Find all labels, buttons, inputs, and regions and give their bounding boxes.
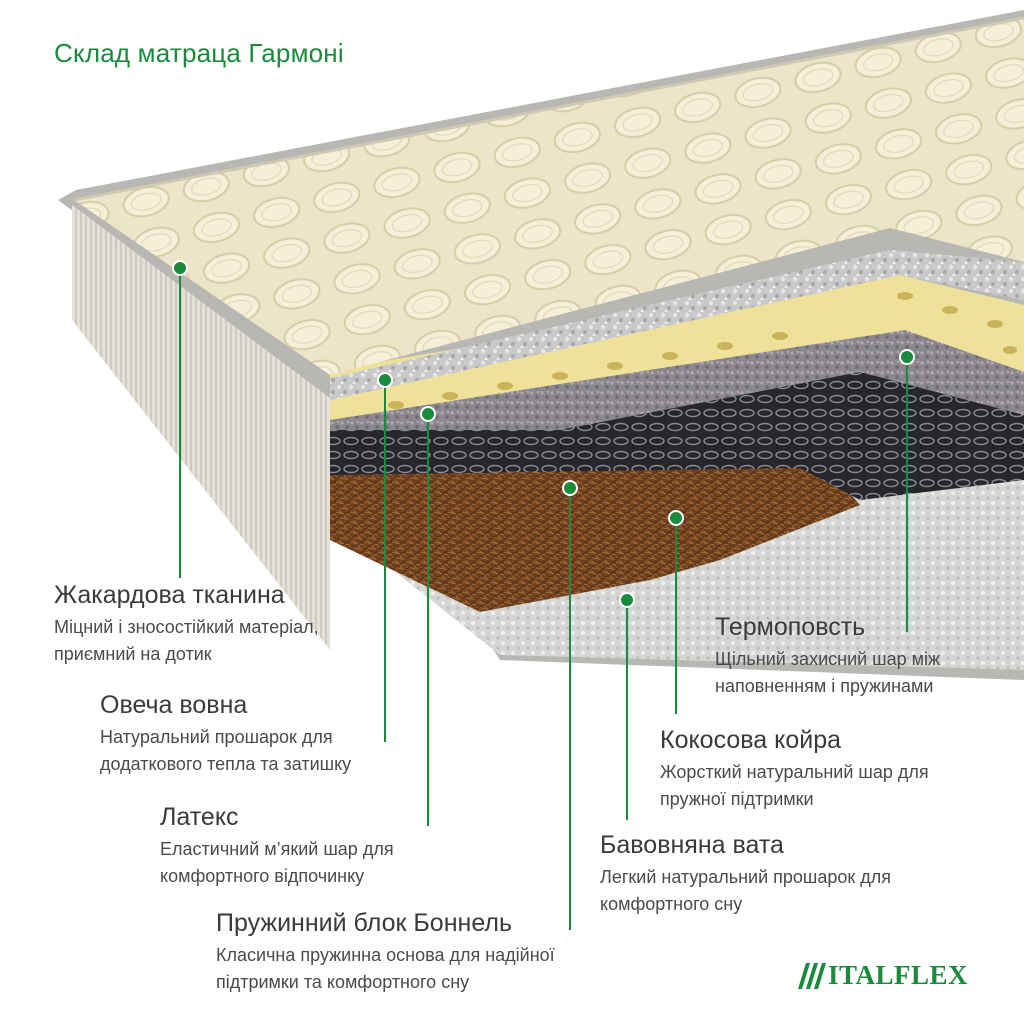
callout-bonnell: Пружинний блок Боннель Класична пружинна…: [216, 908, 555, 996]
layer-jacquard-top: [74, 18, 1024, 375]
layer-thermofelt: [330, 330, 1024, 430]
layer-desc-latex: Еластичний м’який шар для комфортного ві…: [160, 839, 394, 886]
callout-jacquard: Жакардова тканина Міцний і зносостійкий …: [54, 580, 319, 668]
callout-wool: Овеча вовна Натуральний прошарок для дод…: [100, 690, 351, 778]
layer-name-coir: Кокосова койра: [660, 726, 842, 754]
italflex-logo: ITALFLEX: [796, 960, 968, 991]
callout-thermofelt: Термоповсть Щільний захисний шар між нап…: [715, 612, 940, 700]
layer-wool: [330, 250, 1024, 400]
latex-holes: [388, 292, 1017, 409]
layer-name-cotton: Бавовняна вата: [600, 831, 784, 859]
italflex-logo-text: ITALFLEX: [828, 960, 969, 990]
layer-desc-wool: Натуральний прошарок для додаткового теп…: [100, 727, 352, 774]
leader-dots: [172, 260, 915, 608]
layer-desc-thermofelt: Щільний захисний шар між наповненням і п…: [715, 649, 941, 696]
layer-desc-cotton: Легкий натуральний прошарок для комфортн…: [600, 867, 891, 914]
leader-lines: [179, 270, 908, 930]
layer-name-wool: Овеча вовна: [100, 691, 248, 719]
layer-desc-coir: Жорсткий натуральний шар для пружної під…: [660, 762, 929, 809]
layer-name-thermofelt: Термоповсть: [715, 613, 866, 641]
page-title: Склад матраца Гармоні: [54, 38, 344, 68]
layer-desc-jacquard: Міцний і зносостійкий матеріал, приємний…: [54, 617, 319, 664]
layer-name-latex: Латекс: [160, 803, 239, 831]
layer-coir: [330, 462, 860, 612]
layer-name-jacquard: Жакардова тканина: [54, 581, 285, 609]
mattress-side-panel-lower: [72, 205, 330, 650]
callout-cotton: Бавовняна вата Легкий натуральний прошар…: [600, 830, 891, 918]
callout-latex: Латекс Еластичний м’який шар для комфорт…: [160, 802, 394, 890]
callout-coir: Кокосова койра Жорсткий натуральний шар …: [660, 725, 929, 813]
layer-desc-bonnell: Класична пружинна основа для надійної пі…: [216, 945, 555, 992]
layer-name-bonnell: Пружинний блок Боннель: [216, 909, 513, 937]
italflex-logo-mark-icon: [798, 962, 826, 989]
